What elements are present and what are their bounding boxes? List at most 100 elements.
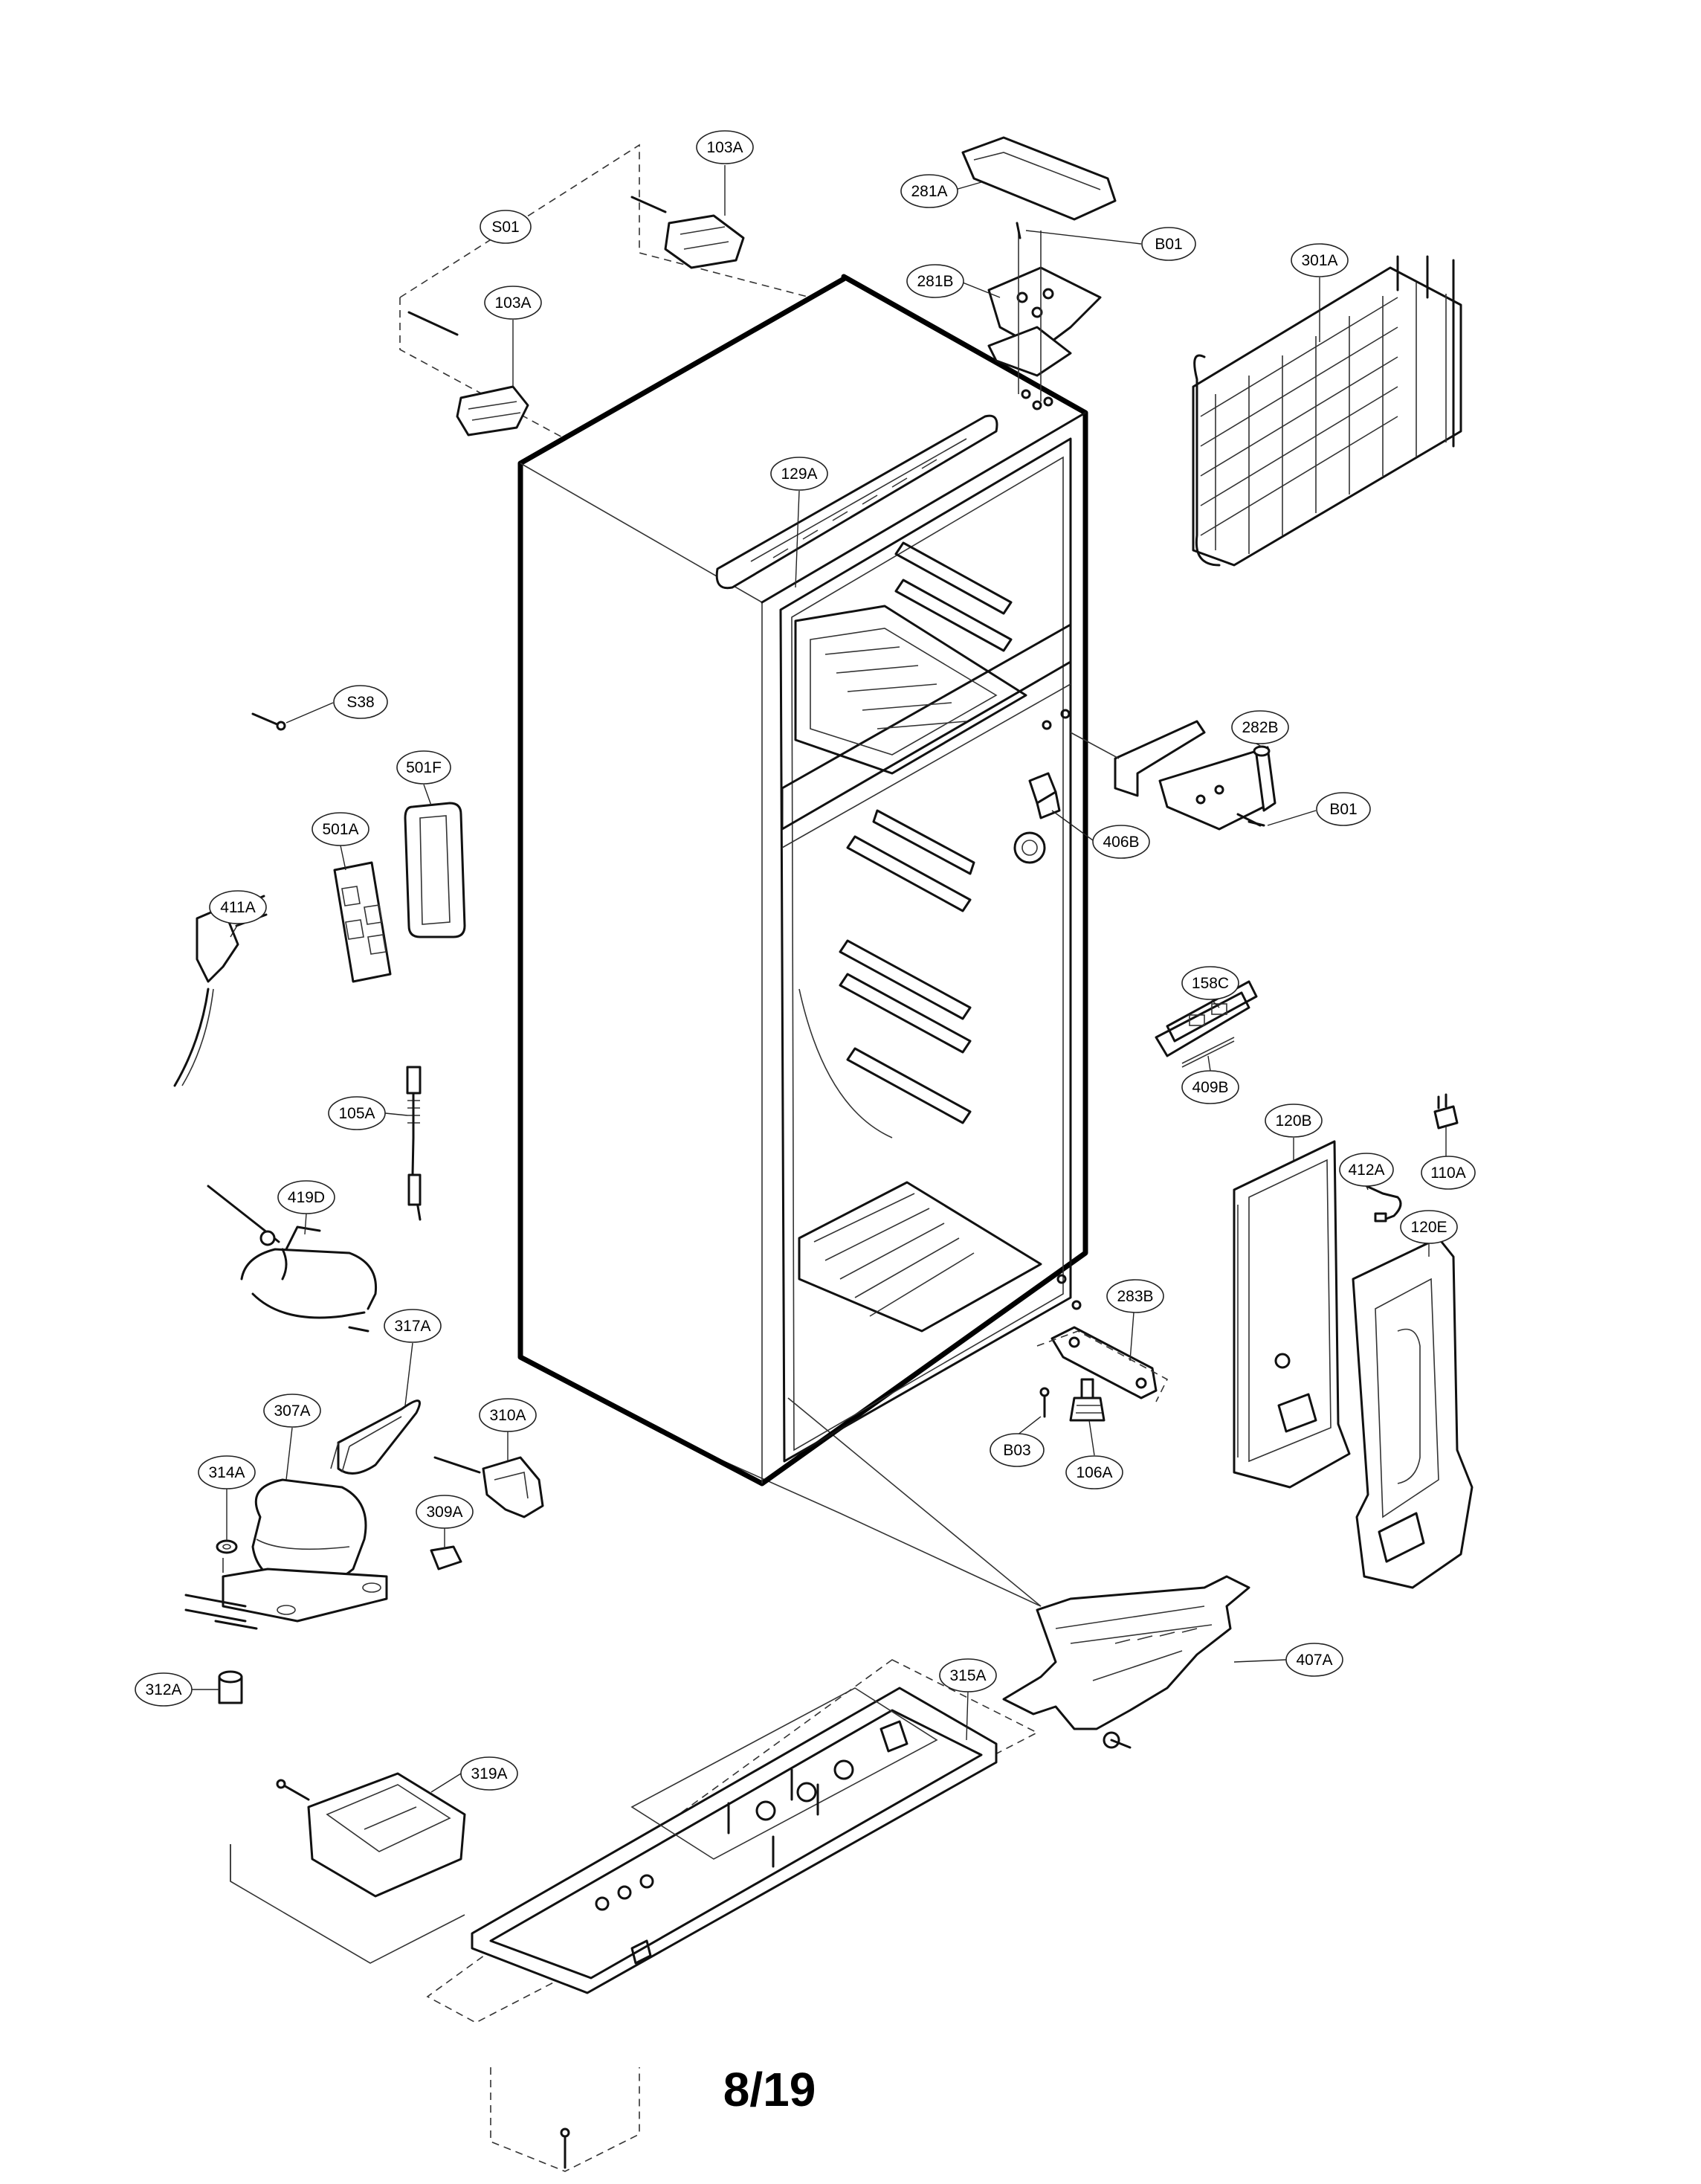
terminal-cover-317a (330, 1399, 421, 1475)
callout-317a: 317A (384, 1309, 442, 1406)
svg-text:B01: B01 (1155, 236, 1182, 253)
callout-281a: 281A (900, 174, 982, 208)
svg-text:309A: 309A (426, 1504, 462, 1521)
drain-tray-319a (276, 1772, 466, 1898)
callout-103a-2: 103A (484, 286, 542, 387)
callout-281b: 281B (906, 264, 1001, 298)
pcb-501a (333, 861, 392, 983)
callout-105a: 105A (328, 1096, 408, 1130)
callout-s01: S01 (480, 210, 532, 244)
callout-419d: 419D (277, 1180, 335, 1235)
callout-409b: 409B (1181, 1055, 1239, 1104)
callout-411a: 411A (209, 890, 267, 938)
svg-text:B03: B03 (1003, 1442, 1030, 1459)
svg-text:312A: 312A (145, 1681, 181, 1698)
callout-301a: 301A (1291, 243, 1349, 342)
svg-text:317A: 317A (394, 1318, 430, 1335)
wire-harness-419d (207, 1185, 378, 1333)
duct-cover-120b (1233, 1140, 1351, 1489)
relay-310a (433, 1456, 544, 1518)
svg-text:103A: 103A (706, 139, 743, 156)
svg-text:120B: 120B (1275, 1112, 1311, 1130)
callout-b01-top: B01 (1025, 227, 1196, 261)
clip-309a (430, 1545, 462, 1571)
screw-b03 (1039, 1387, 1050, 1418)
gasket-501f (404, 802, 466, 938)
callout-158c: 158C (1181, 966, 1239, 1008)
callout-501a: 501A (312, 812, 369, 871)
bottom-hinge-283b (1036, 1326, 1169, 1402)
svg-text:307A: 307A (274, 1402, 310, 1420)
page-number: 8/19 (723, 2063, 816, 2116)
svg-text:281A: 281A (911, 183, 947, 200)
center-hinge-282b (1070, 720, 1276, 831)
screw-b01-center (1247, 820, 1265, 827)
screw-b01-top (1016, 222, 1021, 239)
callout-312a: 312A (135, 1672, 219, 1707)
callout-120b: 120B (1265, 1104, 1323, 1160)
condenser-301a (1192, 255, 1462, 567)
svg-text:501A: 501A (322, 821, 358, 838)
callout-106a: 106A (1065, 1420, 1123, 1489)
fan-shroud-120e (1352, 1237, 1474, 1589)
callout-309a: 309A (416, 1495, 474, 1548)
svg-text:412A: 412A (1348, 1162, 1384, 1179)
control-knob-icon (1013, 831, 1046, 864)
svg-text:103A: 103A (494, 294, 531, 312)
callout-103a-1: 103A (696, 130, 754, 216)
sensor-412a (1365, 1185, 1402, 1223)
callout-120e: 120E (1400, 1210, 1458, 1257)
svg-text:110A: 110A (1430, 1165, 1466, 1182)
callout-406b: 406B (1051, 810, 1150, 859)
svg-text:310A: 310A (489, 1407, 526, 1424)
top-grille-129a (715, 414, 998, 590)
svg-text:501F: 501F (406, 759, 442, 776)
svg-text:158C: 158C (1192, 975, 1229, 992)
svg-text:411A: 411A (220, 899, 256, 916)
hinge-block-103a-lower (407, 311, 529, 437)
svg-text:106A: 106A (1076, 1464, 1112, 1481)
callout-501f: 501F (396, 750, 451, 806)
callout-310a: 310A (479, 1398, 537, 1461)
callout-s38: S38 (285, 685, 388, 724)
grommet-314a (216, 1539, 238, 1554)
refrigerator-cabinet (517, 274, 1088, 1486)
svg-text:282B: 282B (1242, 719, 1278, 736)
svg-text:319A: 319A (471, 1765, 507, 1782)
svg-text:281B: 281B (917, 273, 953, 290)
svg-text:407A: 407A (1296, 1652, 1332, 1669)
power-cord-411a (173, 895, 268, 1087)
callout-407a: 407A (1233, 1643, 1343, 1677)
svg-text:B01: B01 (1329, 801, 1357, 818)
svg-text:105A: 105A (338, 1105, 375, 1122)
capillary-tube-105a (406, 1066, 422, 1221)
switch-110a (1433, 1093, 1459, 1130)
hinge-block-103a-upper (630, 196, 745, 269)
base-plate-407a (1002, 1575, 1250, 1749)
callout-129a: 129A (770, 457, 828, 588)
svg-text:283B: 283B (1117, 1288, 1153, 1305)
callout-307a: 307A (263, 1394, 321, 1481)
callout-412a: 412A (1339, 1153, 1394, 1191)
sleeve-312a (218, 1670, 243, 1704)
svg-text:301A: 301A (1301, 252, 1337, 269)
svg-text:419D: 419D (288, 1189, 325, 1206)
svg-text:406B: 406B (1103, 834, 1139, 851)
base-frame-315a (471, 1687, 998, 2169)
svg-text:S38: S38 (346, 694, 374, 711)
callout-282b: 282B (1231, 710, 1289, 747)
svg-text:S01: S01 (491, 219, 519, 236)
svg-text:314A: 314A (208, 1464, 245, 1481)
bracket-406b (1028, 772, 1061, 819)
callout-110a: 110A (1421, 1127, 1476, 1190)
svg-text:120E: 120E (1410, 1219, 1447, 1236)
svg-text:129A: 129A (781, 466, 817, 483)
callout-283b: 283B (1106, 1279, 1164, 1362)
top-hinge-281b (987, 231, 1102, 410)
compressor-307a (184, 1478, 388, 1630)
svg-text:409B: 409B (1192, 1079, 1228, 1096)
callout-315a: 315A (939, 1658, 997, 1741)
hinge-cap-281a (961, 136, 1117, 221)
svg-text:315A: 315A (949, 1667, 986, 1684)
